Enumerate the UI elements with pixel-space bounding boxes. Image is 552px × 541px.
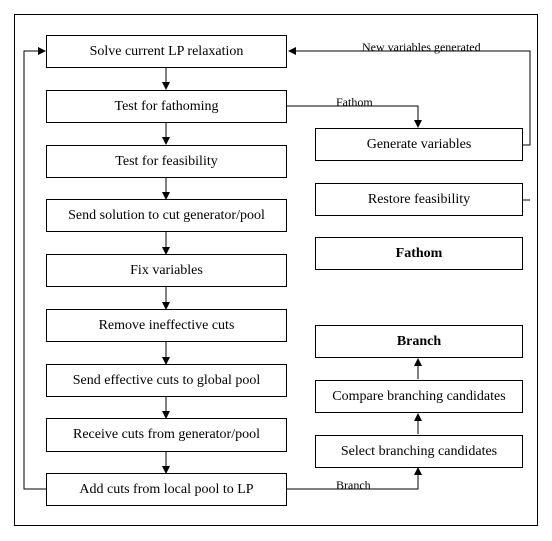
fathom-edge-label: Fathom (336, 95, 373, 109)
compare-candidates-box: Compare branching candidates (315, 380, 523, 413)
generate-variables-box: Generate variables (315, 128, 523, 161)
test-fathoming-box: Test for fathoming (46, 90, 287, 123)
arrow-new-variables-to-solve (288, 47, 531, 146)
send-effective-cuts-box: Send effective cuts to global pool (46, 364, 287, 397)
arrow-loop-back-to-solve (23, 47, 46, 490)
receive-cuts-box: Receive cuts from generator/pool (46, 418, 287, 452)
diagram-frame (14, 14, 538, 526)
fathom-box: Fathom (315, 237, 523, 270)
send-solution-box: Send solution to cut generator/pool (46, 199, 287, 232)
arrow-branch-to-select (287, 467, 422, 490)
branch-edge-label: Branch (336, 478, 371, 492)
fix-variables-box: Fix variables (46, 254, 287, 287)
branch-box: Branch (315, 325, 523, 358)
restore-feasibility-box: Restore feasibility (315, 183, 523, 216)
solve-lp-box: Solve current LP relaxation (46, 35, 287, 68)
add-cuts-box: Add cuts from local pool to LP (46, 473, 287, 506)
new-variables-label: New variables generated (362, 40, 481, 54)
test-feasibility-box: Test for feasibility (46, 145, 287, 178)
arrow-fathom-to-generate (287, 105, 422, 128)
select-candidates-box: Select branching candidates (315, 435, 523, 468)
remove-cuts-box: Remove ineffective cuts (46, 309, 287, 342)
